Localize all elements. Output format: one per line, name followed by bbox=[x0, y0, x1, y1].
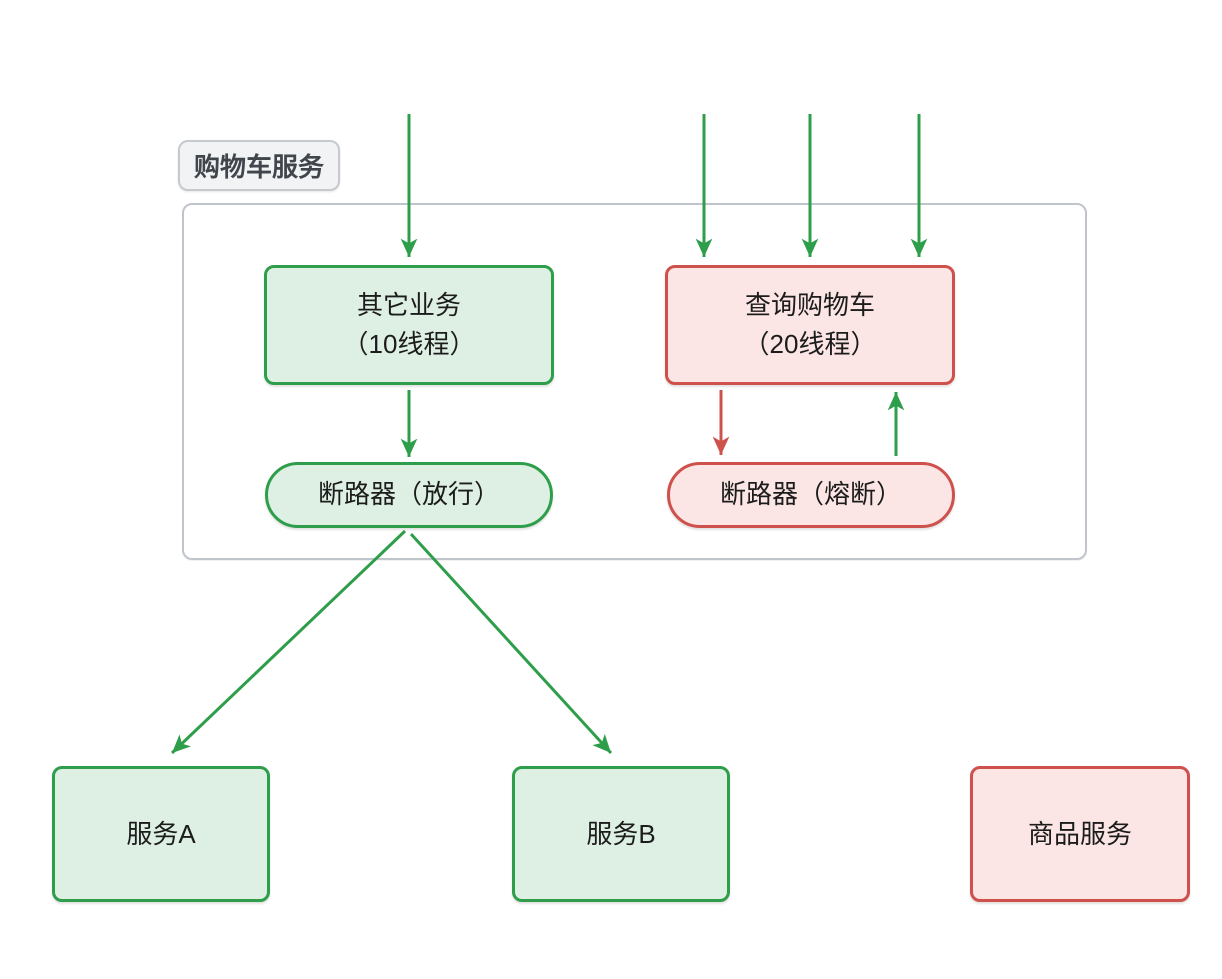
node-other-business[interactable]: 其它业务 （10线程） bbox=[264, 265, 554, 385]
node-service-a[interactable]: 服务A bbox=[52, 766, 270, 902]
cart-service-group-box bbox=[182, 203, 1087, 560]
node-product-service-label: 商品服务 bbox=[1027, 818, 1132, 849]
node-query-cart-line1: 查询购物车 bbox=[744, 290, 875, 320]
node-product-service[interactable]: 商品服务 bbox=[970, 766, 1190, 902]
node-other-business-line1: 其它业务 bbox=[356, 290, 461, 320]
node-query-cart[interactable]: 查询购物车 （20线程） bbox=[665, 265, 955, 385]
group-label-cart-service: 购物车服务 bbox=[178, 140, 341, 191]
edge-breaker-to-service-a bbox=[170, 529, 407, 755]
node-query-cart-line2: （20线程） bbox=[743, 329, 877, 359]
node-other-business-line2: （10线程） bbox=[342, 329, 476, 359]
node-breaker-tripped-label: 断路器（熔断） bbox=[719, 479, 902, 510]
node-breaker-open[interactable]: 断路器（放行） bbox=[265, 462, 553, 528]
node-breaker-open-label: 断路器（放行） bbox=[317, 479, 500, 510]
edge-breaker-to-service-b bbox=[409, 532, 613, 755]
node-service-b-label: 服务B bbox=[586, 818, 656, 849]
node-breaker-tripped[interactable]: 断路器（熔断） bbox=[667, 462, 955, 528]
node-service-b[interactable]: 服务B bbox=[512, 766, 730, 902]
node-service-a-label: 服务A bbox=[126, 818, 196, 849]
